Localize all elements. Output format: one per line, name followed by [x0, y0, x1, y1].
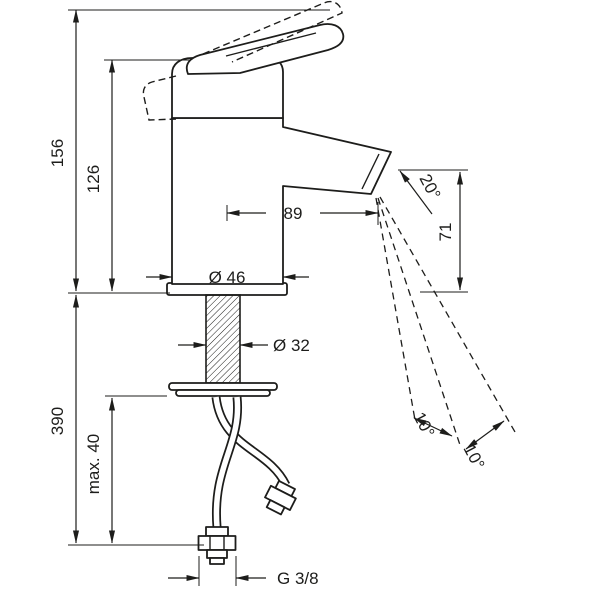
water-stream-lines — [375, 196, 516, 446]
supply-hoses — [211, 396, 291, 528]
dim-label-body-diameter: Ø 46 — [209, 268, 246, 287]
dim-label-outlet-height: 71 — [436, 223, 455, 242]
lever-handle-left-dashed — [142, 75, 177, 121]
aerator-face-line — [361, 153, 380, 190]
dim-outlet-angle: 20° — [399, 170, 444, 215]
dim-label-shank-diameter: Ø 32 — [273, 336, 310, 355]
dim-spray-angle-left: 10° — [409, 409, 453, 441]
dim-body-diameter: Ø 46 — [146, 268, 309, 287]
dim-label-total-height: 156 — [48, 139, 67, 167]
dim-outlet-height: 71 — [436, 171, 464, 291]
dim-label-hose-length: 390 — [48, 407, 67, 435]
hose-connector-angled — [264, 480, 297, 516]
lever-handle — [185, 23, 345, 75]
dim-hose-length: 390 — [48, 294, 80, 544]
lever-handle-raised-dashed — [202, 0, 343, 63]
threaded-shank — [205, 294, 241, 384]
dim-spray-angle-right: 10° — [459, 420, 505, 473]
dim-label-spout-top-height: 126 — [84, 165, 103, 193]
dim-reach: 89 — [226, 204, 379, 223]
hose-connector-bottom — [197, 526, 237, 565]
dim-label-reach: 89 — [284, 204, 303, 223]
extension-lines — [68, 9, 468, 586]
dim-label-thread-size: G 3/8 — [277, 569, 319, 588]
dim-max-deck-thickness: max. 40 — [84, 397, 116, 544]
faucet-body-spout — [171, 117, 392, 285]
dim-thread-size: G 3/8 — [168, 569, 319, 588]
faucet-outline — [142, 0, 392, 565]
dim-spout-top-height: 126 — [84, 59, 116, 292]
dim-label-max-deck-thickness: max. 40 — [84, 434, 103, 494]
mounting-washer — [168, 382, 278, 397]
dim-label-spray-angle-right: 10° — [459, 441, 488, 473]
dim-shank-diameter: Ø 32 — [178, 336, 310, 355]
dim-total-height: 156 — [48, 9, 80, 292]
